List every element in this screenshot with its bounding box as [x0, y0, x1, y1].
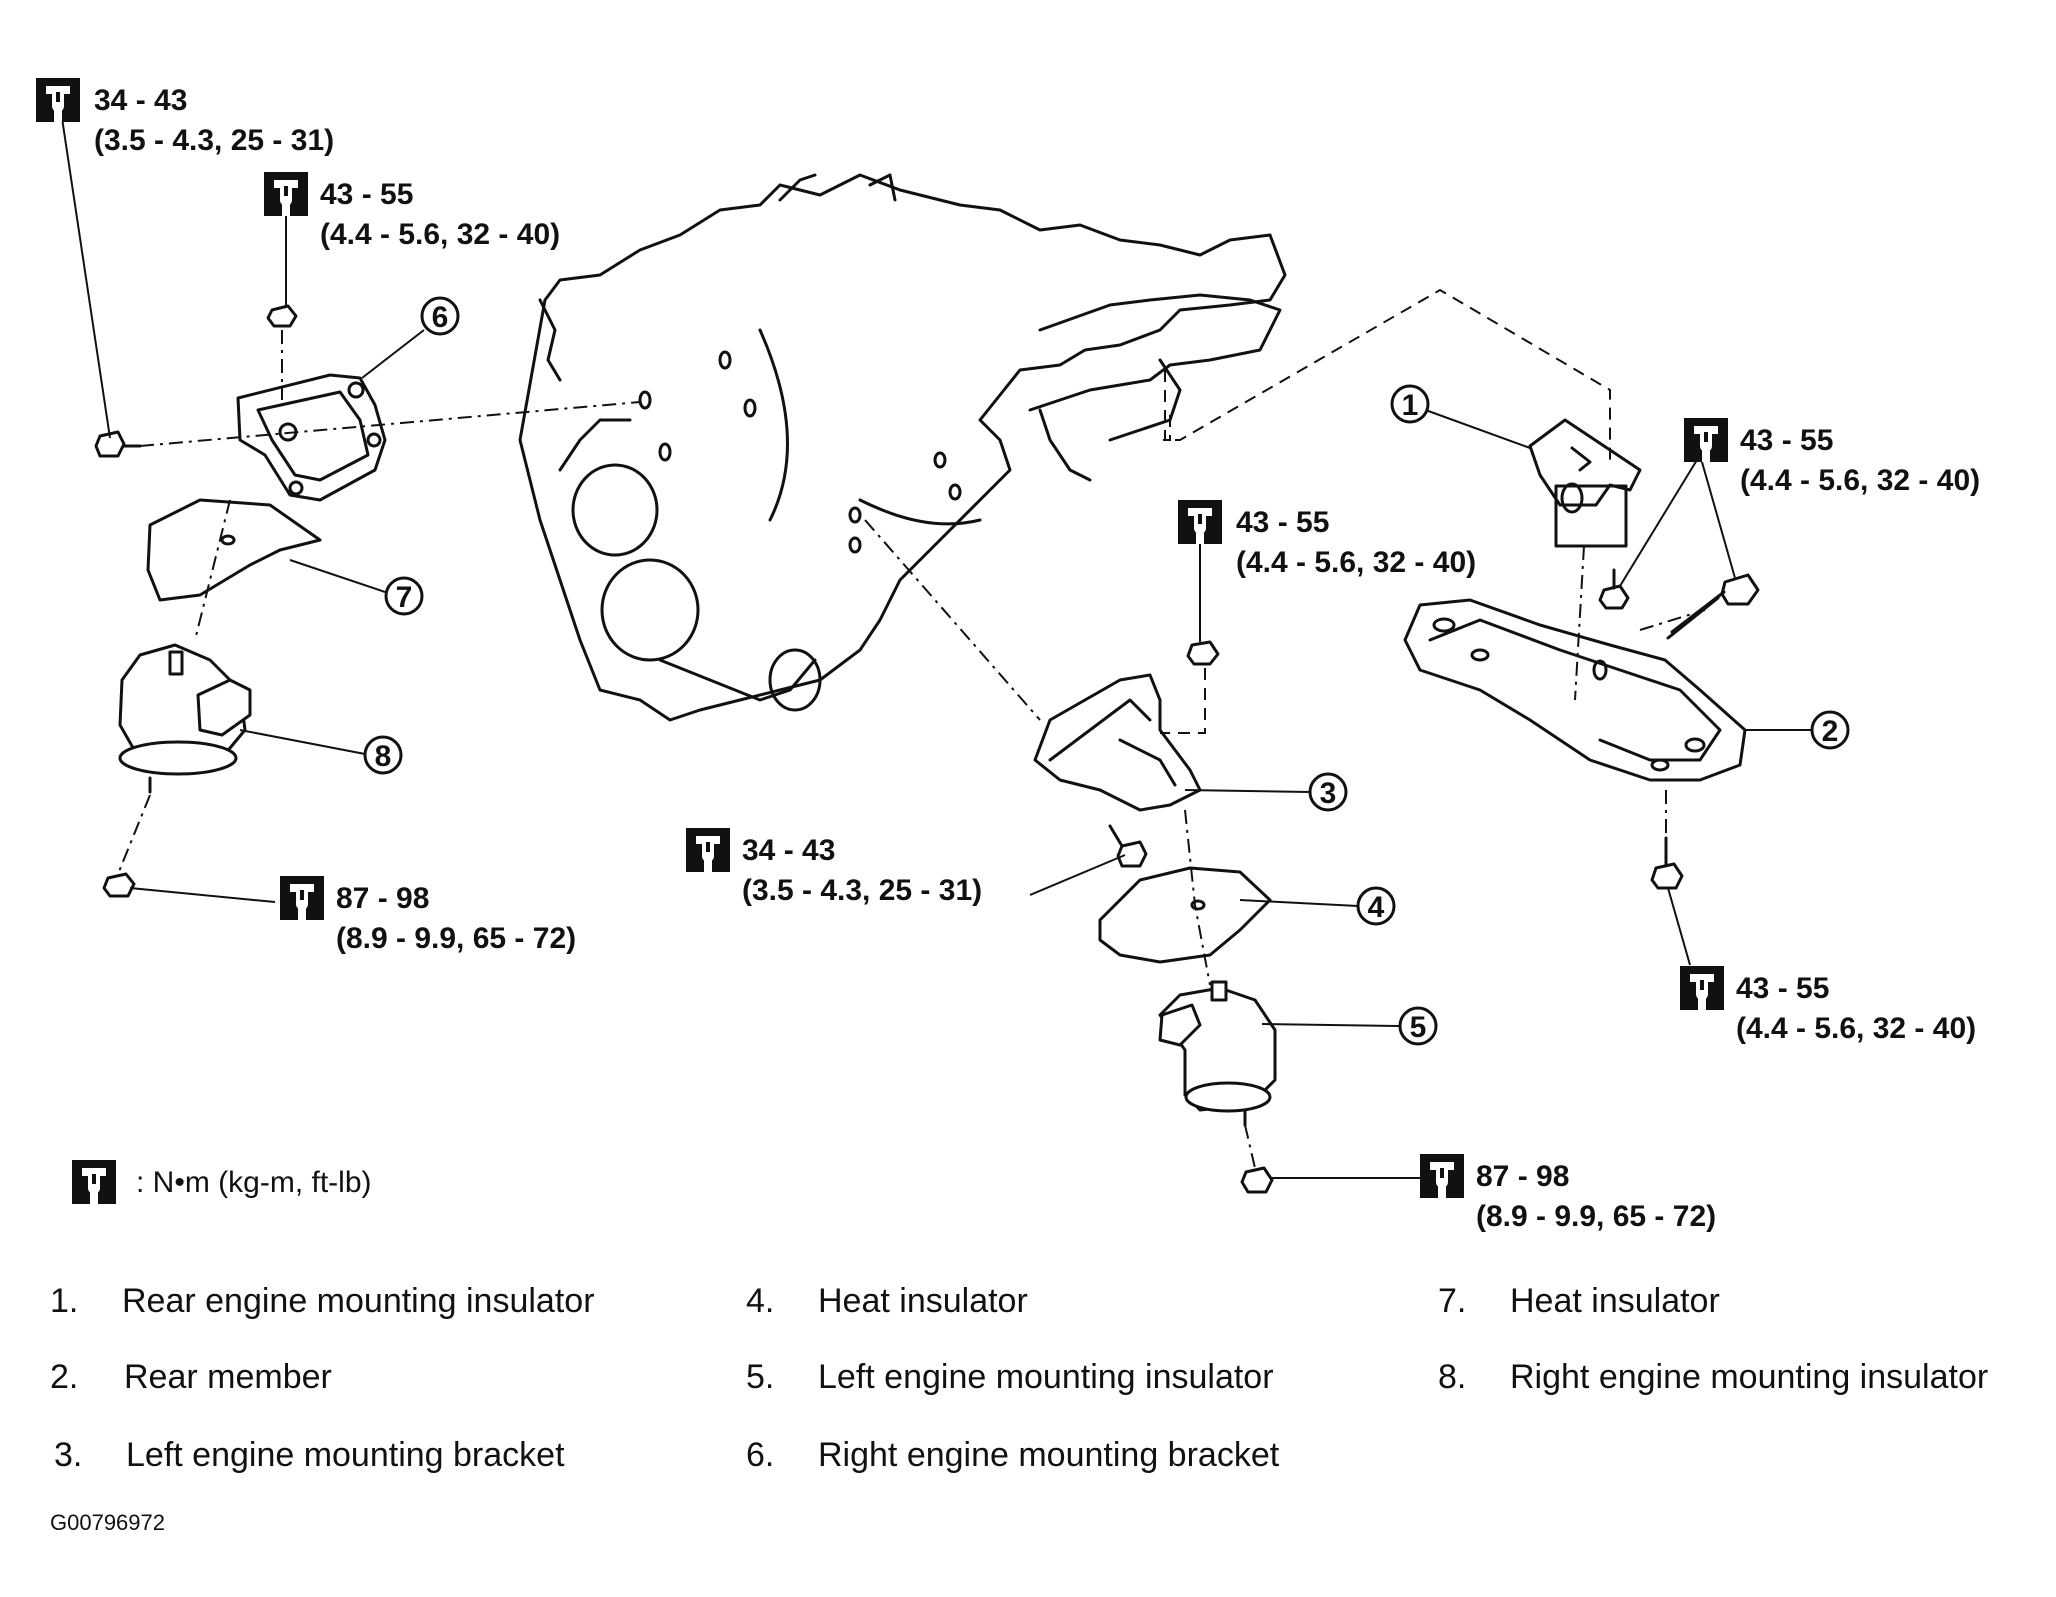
svg-text:4: 4	[1368, 891, 1385, 924]
callout-8: 8	[363, 735, 403, 775]
svg-text:(4.4 - 5.6, 32 - 40): (4.4 - 5.6, 32 - 40)	[1740, 464, 1980, 497]
svg-text:87 - 98: 87 - 98	[336, 882, 429, 915]
engine-transmission-assembly	[518, 173, 1287, 722]
svg-text:Left engine mounting bracket: Left engine mounting bracket	[126, 1436, 565, 1474]
unit-legend: : N•m (kg-m, ft-lb)	[72, 1160, 372, 1204]
svg-text:43 - 55: 43 - 55	[1740, 424, 1833, 457]
rear-mount-group	[1403, 418, 1760, 890]
svg-text:7: 7	[396, 581, 413, 614]
parts-list-item: 1. Rear engine mounting insulator	[50, 1282, 595, 1320]
svg-text:43 - 55: 43 - 55	[1736, 972, 1829, 1005]
torque-label-2: 43 - 55 (4.4 - 5.6, 32 - 40)	[264, 172, 560, 251]
svg-text:34 - 43: 34 - 43	[94, 84, 187, 117]
svg-text:1.: 1.	[50, 1282, 78, 1320]
torque-label-6: 43 - 55 (4.4 - 5.6, 32 - 40)	[1684, 418, 1980, 497]
svg-text:Rear engine mounting insulator: Rear engine mounting insulator	[122, 1282, 595, 1320]
assembly-center-lines	[117, 288, 1706, 1169]
parts-list-item: 3. Left engine mounting bracket	[54, 1436, 565, 1474]
figure-reference: G00796972	[50, 1510, 165, 1535]
callout-leaders	[61, 117, 1812, 1179]
right-mount-group	[94, 304, 387, 898]
left-mount-group	[1033, 640, 1277, 1194]
svg-text:6: 6	[432, 301, 449, 334]
svg-text:Right engine mounting bracket: Right engine mounting bracket	[818, 1436, 1280, 1474]
svg-text:(4.4 - 5.6, 32 - 40): (4.4 - 5.6, 32 - 40)	[1736, 1012, 1976, 1045]
torque-label-1: 34 - 43 (3.5 - 4.3, 25 - 31)	[36, 78, 334, 157]
svg-text:(4.4 - 5.6, 32 - 40): (4.4 - 5.6, 32 - 40)	[320, 218, 560, 251]
svg-text:: N•m (kg-m, ft-lb): : N•m (kg-m, ft-lb)	[136, 1166, 372, 1199]
svg-text:3.: 3.	[54, 1436, 82, 1474]
torque-wrench-icon	[72, 1160, 116, 1204]
svg-text:(4.4 - 5.6, 32 - 40): (4.4 - 5.6, 32 - 40)	[1236, 546, 1476, 579]
parts-list-item: 5. Left engine mounting insulator	[746, 1358, 1274, 1396]
svg-text:(3.5 - 4.3, 25 - 31): (3.5 - 4.3, 25 - 31)	[94, 124, 334, 157]
callout-3: 3	[1308, 772, 1348, 812]
torque-wrench-icon	[1178, 500, 1222, 544]
torque-label-4: 43 - 55 (4.4 - 5.6, 32 - 40)	[1178, 500, 1476, 579]
svg-text:3: 3	[1320, 777, 1337, 810]
svg-text:4.: 4.	[746, 1282, 774, 1320]
svg-text:(3.5 - 4.3, 25 - 31): (3.5 - 4.3, 25 - 31)	[742, 874, 982, 907]
callout-6: 6	[420, 296, 460, 336]
svg-text:1: 1	[1402, 389, 1419, 422]
callout-1: 1	[1390, 384, 1430, 424]
torque-wrench-icon	[280, 876, 324, 920]
svg-text:43 - 55: 43 - 55	[320, 178, 413, 211]
torque-wrench-icon	[1680, 966, 1724, 1010]
svg-text:(8.9 - 9.9, 65 - 72): (8.9 - 9.9, 65 - 72)	[336, 922, 576, 955]
callout-7: 7	[384, 576, 424, 616]
svg-text:Rear member: Rear member	[124, 1358, 332, 1396]
parts-list-item: 7. Heat insulator	[1438, 1282, 1720, 1320]
callout-2: 2	[1810, 710, 1850, 750]
svg-text:Right engine mounting insulato: Right engine mounting insulator	[1510, 1358, 1988, 1396]
torque-wrench-icon	[1684, 418, 1728, 462]
svg-text:7.: 7.	[1438, 1282, 1466, 1320]
svg-text:87 - 98: 87 - 98	[1476, 1160, 1569, 1193]
svg-text:8.: 8.	[1438, 1358, 1466, 1396]
parts-list: 1. Rear engine mounting insulator 2. Rea…	[50, 1282, 1988, 1474]
parts-list-item: 2. Rear member	[50, 1358, 332, 1396]
torque-label-8: 87 - 98 (8.9 - 9.9, 65 - 72)	[1420, 1154, 1716, 1233]
torque-wrench-icon	[686, 828, 730, 872]
svg-text:5.: 5.	[746, 1358, 774, 1396]
parts-list-item: 4. Heat insulator	[746, 1282, 1028, 1320]
svg-text:43 - 55: 43 - 55	[1236, 506, 1329, 539]
callout-4: 4	[1356, 886, 1396, 926]
torque-wrench-icon	[264, 172, 308, 216]
svg-text:(8.9 - 9.9, 65 - 72): (8.9 - 9.9, 65 - 72)	[1476, 1200, 1716, 1233]
svg-text:2.: 2.	[50, 1358, 78, 1396]
svg-text:2: 2	[1822, 715, 1839, 748]
svg-text:6.: 6.	[746, 1436, 774, 1474]
svg-text:34 - 43: 34 - 43	[742, 834, 835, 867]
torque-label-7: 43 - 55 (4.4 - 5.6, 32 - 40)	[1680, 966, 1976, 1045]
torque-wrench-icon	[36, 78, 80, 122]
torque-wrench-icon	[1420, 1154, 1464, 1198]
callout-5: 5	[1398, 1006, 1438, 1046]
svg-text:Heat insulator: Heat insulator	[818, 1282, 1028, 1320]
torque-label-3: 87 - 98 (8.9 - 9.9, 65 - 72)	[280, 876, 576, 955]
svg-text:Heat insulator: Heat insulator	[1510, 1282, 1720, 1320]
parts-list-item: 6. Right engine mounting bracket	[746, 1436, 1280, 1474]
svg-text:Left engine mounting insulator: Left engine mounting insulator	[818, 1358, 1274, 1396]
svg-text:8: 8	[375, 740, 392, 773]
svg-text:5: 5	[1410, 1011, 1427, 1044]
torque-label-5: 34 - 43 (3.5 - 4.3, 25 - 31)	[686, 828, 982, 907]
parts-list-item: 8. Right engine mounting insulator	[1438, 1358, 1988, 1396]
